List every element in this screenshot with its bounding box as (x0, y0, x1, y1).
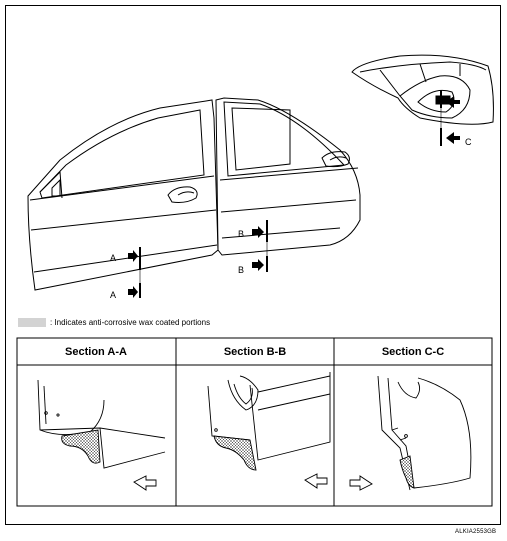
section-c-drawing (349, 375, 472, 491)
front-door (27, 99, 219, 291)
label-a-top: A (110, 253, 117, 263)
wax-legend-swatch (18, 318, 46, 327)
section-marker-b (252, 220, 268, 272)
section-b-title: Section B-B (223, 346, 287, 358)
section-marker-c (440, 90, 460, 146)
section-b-drawing (207, 372, 331, 489)
rear-door (215, 97, 361, 256)
section-table (16, 337, 493, 507)
section-c-title: Section C-C (381, 346, 445, 358)
wax-legend-text: : Indicates anti-corrosive wax coated po… (50, 318, 211, 327)
section-marker-a (128, 247, 141, 298)
label-a-bottom: A (110, 290, 117, 300)
trunk-lid (351, 54, 494, 125)
label-c: C (465, 137, 472, 147)
label-b-top: B (238, 229, 245, 239)
figure-code: ALKIA2553GB (455, 529, 497, 535)
label-b-bottom: B (238, 265, 245, 275)
section-a-drawing (37, 379, 166, 491)
section-a-title: Section A-A (65, 346, 127, 358)
figure-frame (5, 5, 501, 525)
